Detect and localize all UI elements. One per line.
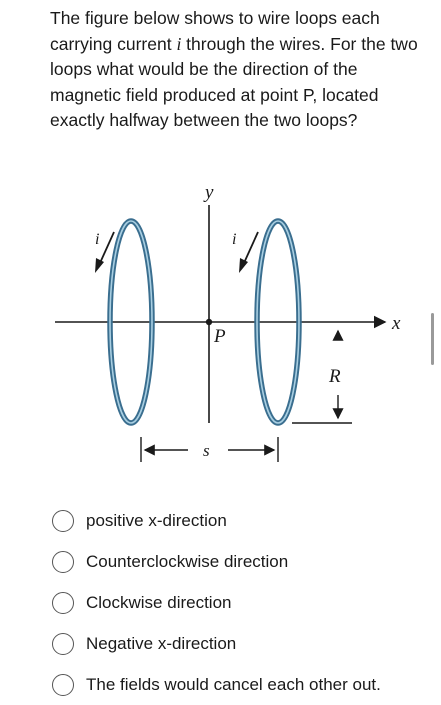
option-label: Clockwise direction [86, 592, 232, 612]
radio-button[interactable] [52, 591, 74, 614]
option-label: Negative x-direction [86, 633, 237, 653]
question-part-1: The figure below shows to wire loops eac… [50, 8, 380, 54]
answer-options: positive x-direction Counterclockwise di… [52, 500, 432, 705]
radio-button[interactable] [52, 550, 74, 573]
option-cancel-out[interactable]: The fields would cancel each other out. [52, 664, 432, 705]
option-clockwise[interactable]: Clockwise direction [52, 582, 432, 623]
current-arrow-left [95, 231, 115, 273]
point-p-label: P [213, 326, 226, 347]
current-arrow-right [239, 231, 259, 273]
option-label: Counterclockwise direction [86, 551, 289, 571]
question-text: The figure below shows to wire loops eac… [50, 6, 420, 134]
point-p [205, 318, 213, 326]
option-label: positive x-direction [86, 510, 227, 530]
separation-label: s [203, 441, 210, 460]
question-part-2: through the wires. For the two loops wha… [50, 33, 418, 131]
current-label-left: i [95, 231, 99, 248]
radio-button[interactable] [52, 509, 74, 532]
separation-dimension [140, 437, 279, 462]
radio-button[interactable] [52, 632, 74, 655]
two-loops-figure: y x P R s i i [55, 182, 401, 462]
radius-label: R [328, 366, 341, 387]
current-label-right: i [232, 231, 236, 248]
option-positive-x[interactable]: positive x-direction [52, 500, 432, 541]
option-negative-x[interactable]: Negative x-direction [52, 623, 432, 664]
current-symbol: i [176, 33, 182, 54]
option-label: The fields would cancel each other out. [86, 674, 381, 694]
scrollbar[interactable] [431, 313, 434, 365]
y-axis-label: y [203, 182, 214, 203]
x-axis-label: x [391, 313, 401, 334]
radio-button[interactable] [52, 673, 74, 696]
option-counterclockwise[interactable]: Counterclockwise direction [52, 541, 432, 582]
